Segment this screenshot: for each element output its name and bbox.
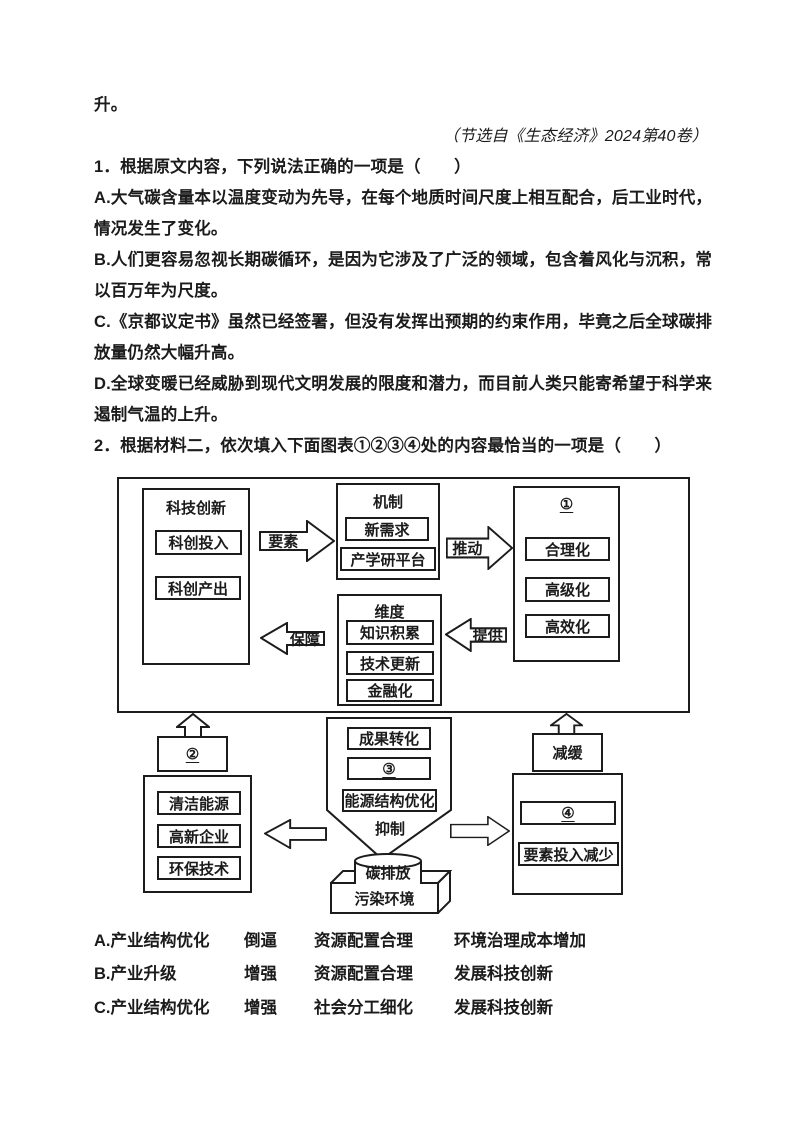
- reduction-box: [512, 773, 623, 895]
- mitigation-box: 减缓: [532, 733, 603, 772]
- blank1-title: ①: [559, 496, 574, 513]
- tech-update-box: 技术更新: [346, 651, 434, 675]
- dimension-title: 维度: [374, 604, 405, 621]
- q1-option-d-line1: D.全球变暖已经威胁到现代文明发展的限度和潜力，而目前人类只能寄希望于科学来: [94, 375, 713, 393]
- blank4-label: ④: [561, 805, 575, 822]
- q1-option-b-line2: 以百万年为尺度。: [94, 282, 228, 300]
- knowledge-accumulation-box: 知识积累: [346, 620, 434, 645]
- q1-option-c-line2: 放量仍然大幅升高。: [94, 344, 245, 362]
- blank2-up-arrow-icon: [176, 713, 210, 738]
- q2-b-col4: 发展科技创新: [454, 965, 553, 983]
- q2-c-col2: 增强: [244, 999, 277, 1017]
- q2-c-col4: 发展科技创新: [454, 999, 553, 1017]
- factor-arrow-right-icon: 要素: [259, 520, 335, 562]
- suppress-right-arrow-icon: [450, 816, 510, 846]
- q2-a-col1: A.产业结构优化: [94, 932, 210, 950]
- promote-arrow-label: 推动: [452, 540, 483, 558]
- new-demand-box: 新需求: [345, 517, 429, 541]
- source-citation-line: （节选自《生态经济》2024第40卷）: [442, 128, 708, 145]
- suppress-label: 抑制: [374, 821, 405, 838]
- paragraph-tail-line: 升。: [94, 96, 128, 114]
- q2-b-col2: 增强: [244, 965, 277, 983]
- blank3-label: ③: [382, 760, 396, 778]
- q2-a-col3: 资源配置合理: [314, 932, 413, 950]
- guarantee-arrow-label: 保障: [289, 631, 320, 648]
- factor-arrow-label: 要素: [268, 533, 299, 551]
- energy-structure-box: 能源结构优化: [342, 789, 437, 812]
- q2-a-col4: 环境治理成本增加: [454, 932, 586, 950]
- industry-academia-platform-box: 产学研平台: [340, 547, 436, 571]
- financialization-box: 金融化: [346, 679, 434, 702]
- mitigation-up-arrow-icon: [550, 713, 583, 735]
- q2-c-col1: C.产业结构优化: [94, 999, 210, 1017]
- q2-c-col3: 社会分工细化: [314, 999, 413, 1017]
- question2-stem: 2．根据材料二，依次填入下面图表①②③④处的内容最恰当的一项是（ ）: [94, 437, 672, 455]
- q2-b-col3: 资源配置合理: [314, 965, 413, 983]
- q2-option-b-row: B.产业升级 增强 资源配置合理 发展科技创新: [94, 963, 714, 985]
- tech-innovation-title: 科技创新: [165, 500, 226, 517]
- q2-option-c-row: C.产业结构优化 增强 社会分工细化 发展科技创新: [94, 997, 714, 1019]
- q2-b-col1: B.产业升级: [94, 965, 177, 983]
- achievement-transform-box: 成果转化: [347, 727, 431, 750]
- question1-stem: 1．根据原文内容，下列说法正确的一项是（ ）: [94, 158, 471, 176]
- blank2-box: ②: [157, 736, 228, 772]
- upgrading-box: 高级化: [525, 577, 610, 602]
- blank3-box: ③: [347, 757, 431, 780]
- provide-arrow-label: 提供: [472, 627, 503, 645]
- promote-arrow-right-icon: 推动: [446, 526, 513, 570]
- tech-input-box: 科创投入: [155, 530, 242, 555]
- blank2-label: ②: [185, 746, 200, 763]
- pollution-label: 污染环境: [354, 891, 415, 908]
- q2-a-col2: 倒逼: [244, 932, 277, 950]
- q2-option-a-row: A.产业结构优化 倒逼 资源配置合理 环境治理成本增加: [94, 930, 714, 952]
- q1-option-b-line1: B.人们更容易忽视长期碳循环，是因为它涉及了广泛的领域，包含着风化与沉积，常: [94, 251, 713, 269]
- provide-arrow-left-icon: 提供: [445, 618, 507, 652]
- carbon-emission-cylinder: 碳排放: [354, 853, 422, 884]
- suppress-left-arrow-icon: [264, 819, 327, 849]
- q1-option-a-line2: 情况发生了变化。: [94, 220, 228, 238]
- q1-option-a-line1: A.大气碳含量本以温度变动为先导，在每个地质时间尺度上相互配合，后工业时代，: [94, 189, 713, 207]
- hightech-firms-box: 高新企业: [157, 824, 241, 848]
- carbon-emission-label: 碳排放: [365, 865, 411, 882]
- rationalization-box: 合理化: [525, 537, 610, 561]
- factor-input-decrease-box: 要素投入减少: [518, 842, 619, 866]
- q1-option-c-line1: C.《京都议定书》虽然已经签署，但没有发挥出预期的约束作用，毕竟之后全球碳排: [94, 313, 713, 331]
- funnel-shape: [326, 717, 453, 861]
- q1-option-d-line2: 遏制气温的上升。: [94, 406, 228, 424]
- guarantee-arrow-left-icon: 保障: [260, 622, 325, 655]
- efficiency-box: 高效化: [525, 614, 610, 638]
- clean-energy-box: 清洁能源: [157, 791, 241, 815]
- env-protection-tech-box: 环保技术: [157, 856, 241, 880]
- mechanism-title: 机制: [372, 494, 403, 511]
- tech-output-box: 科创产出: [155, 576, 241, 600]
- blank4-box: ④: [520, 801, 616, 825]
